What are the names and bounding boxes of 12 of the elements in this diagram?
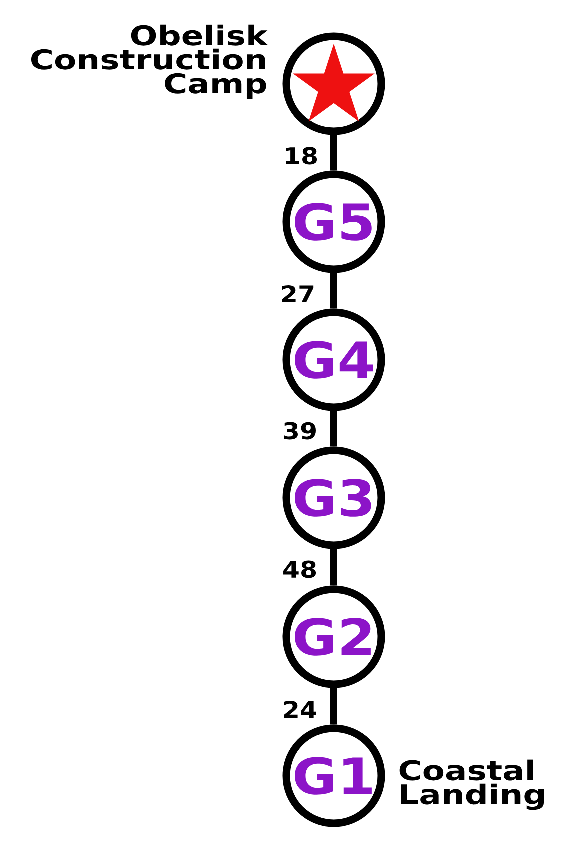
connector-line — [330, 411, 338, 447]
connector-line — [330, 273, 338, 309]
connector-line — [330, 135, 338, 171]
edge-label: 24 — [281, 700, 319, 720]
edge-label: 39 — [281, 421, 319, 441]
connector-line — [330, 688, 338, 725]
edge-label: 48 — [281, 560, 319, 580]
place-label: Coastal Landing — [400, 760, 544, 810]
connector-line — [330, 549, 338, 586]
place-label: Obelisk Construction Camp — [32, 24, 268, 100]
edge-label: 27 — [279, 284, 317, 304]
edge-label: 18 — [282, 146, 320, 166]
